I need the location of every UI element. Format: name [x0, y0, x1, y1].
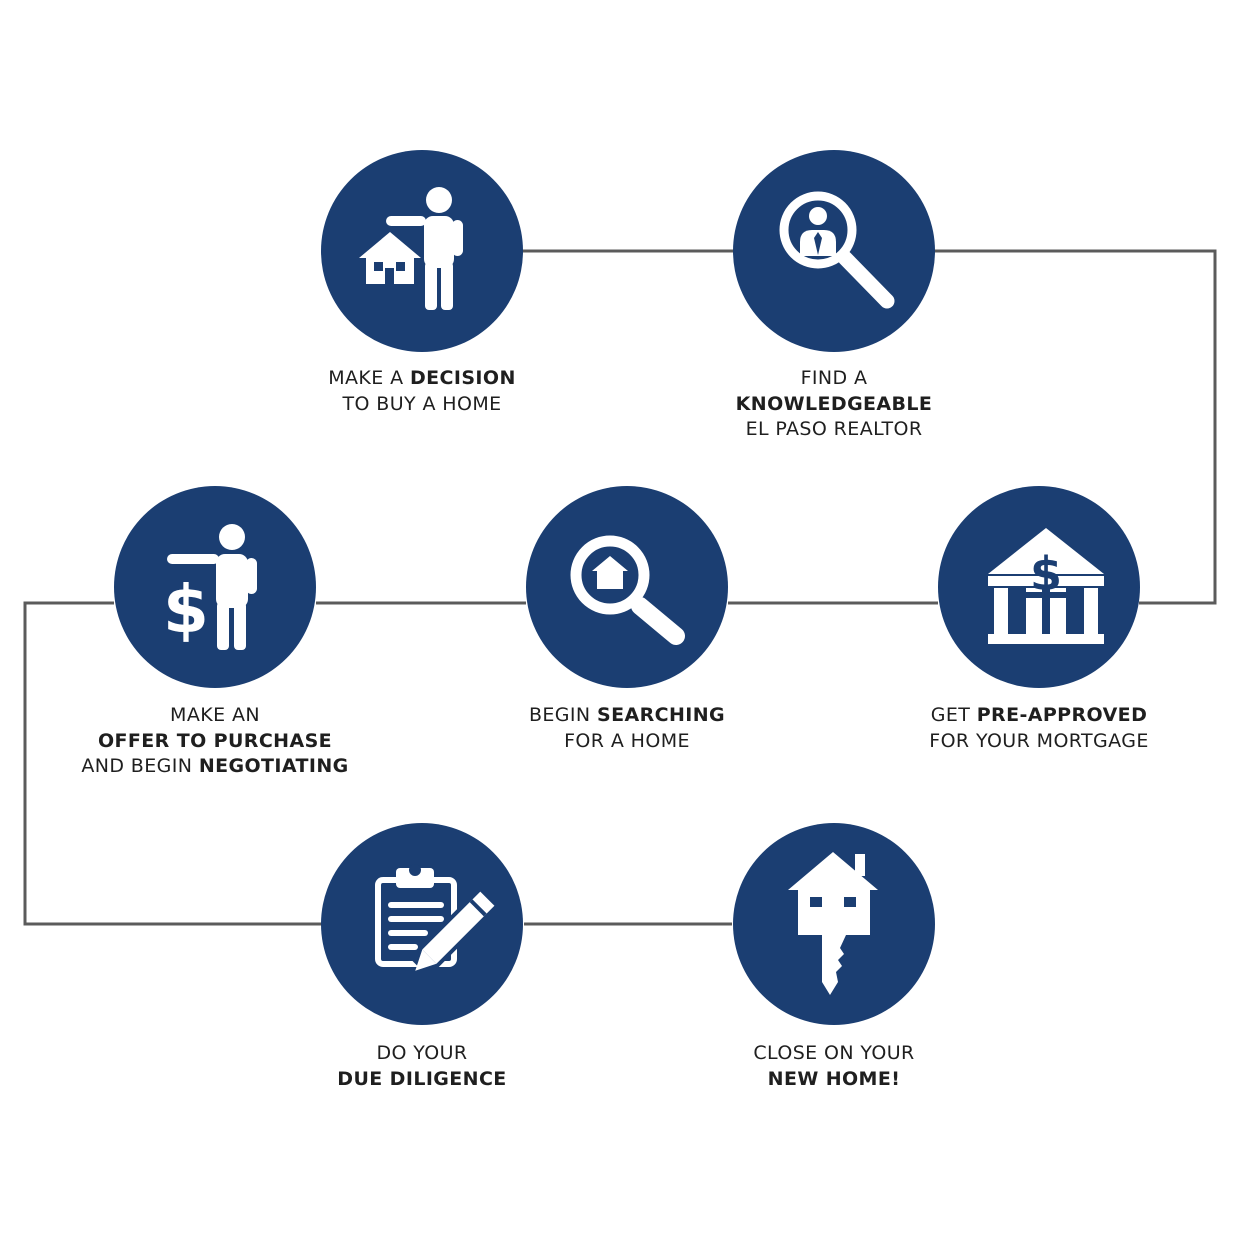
caption-emphasis: DUE DILIGENCE [337, 1067, 507, 1090]
caption-text: BEGIN [528, 704, 597, 726]
svg-text:$: $ [163, 571, 209, 648]
caption-text: FOR YOUR MORTGAGE [929, 729, 1149, 752]
caption-text: FIND A [800, 367, 868, 389]
caption-emphasis: DECISION [409, 367, 516, 389]
caption-text: EL PASO REALTOR [745, 418, 923, 440]
caption-line: FIND A [654, 366, 1014, 392]
caption-line: OFFER TO PURCHASE [35, 729, 395, 755]
step-caption: FIND A KNOWLEDGEABLE EL PASO REALTOR [654, 366, 1014, 443]
caption-text: FOR A HOME [564, 729, 690, 752]
caption-line: KNOWLEDGEABLE [654, 392, 1014, 418]
caption-line: FOR A HOME [447, 729, 807, 755]
caption-text: MAKE A [328, 367, 410, 389]
caption-line: BEGIN SEARCHING [447, 703, 807, 729]
caption-line: FOR YOUR MORTGAGE [859, 729, 1219, 755]
caption-text: DO YOUR [376, 1042, 468, 1064]
svg-text:$: $ [1030, 547, 1062, 601]
caption-line: DO YOUR [242, 1041, 602, 1067]
step-caption: CLOSE ON YOUR NEW HOME! [654, 1041, 1014, 1092]
caption-emphasis: KNOWLEDGEABLE [735, 392, 933, 415]
caption-line: TO BUY A HOME [242, 392, 602, 418]
caption-emphasis: OFFER TO PURCHASE [97, 729, 333, 752]
caption-line: AND BEGIN NEGOTIATING [35, 754, 395, 780]
caption-emphasis: PRE-APPROVED [976, 704, 1148, 726]
caption-text: TO BUY A HOME [342, 392, 502, 415]
caption-emphasis: SEARCHING [597, 704, 726, 726]
caption-line: CLOSE ON YOUR [654, 1041, 1014, 1067]
caption-text: CLOSE ON YOUR [753, 1042, 915, 1064]
caption-emphasis: NEW HOME! [767, 1067, 901, 1090]
caption-line: DUE DILIGENCE [242, 1067, 602, 1093]
caption-line: GET PRE-APPROVED [859, 703, 1219, 729]
caption-line: MAKE A DECISION [242, 366, 602, 392]
caption-line: EL PASO REALTOR [654, 417, 1014, 443]
caption-text: GET [930, 704, 977, 726]
caption-text: AND BEGIN [81, 755, 199, 777]
caption-emphasis: NEGOTIATING [198, 755, 349, 777]
step-caption: DO YOUR DUE DILIGENCE [242, 1041, 602, 1092]
caption-text: MAKE AN [170, 704, 260, 726]
caption-line: MAKE AN [35, 703, 395, 729]
caption-line: NEW HOME! [654, 1067, 1014, 1093]
